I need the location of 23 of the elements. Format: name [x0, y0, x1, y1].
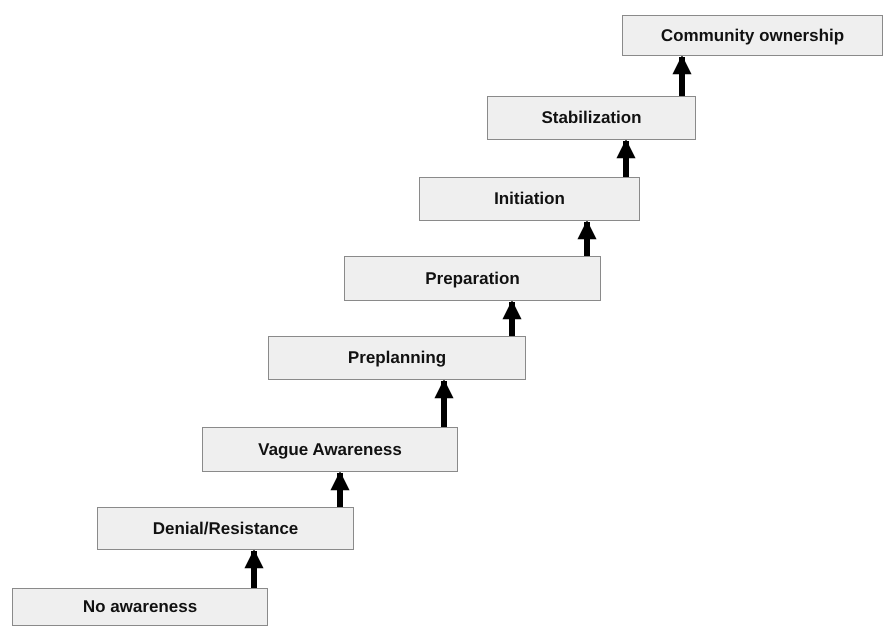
stage-label: Vague Awareness	[258, 440, 402, 460]
stage-box	[487, 96, 696, 140]
arrow	[616, 139, 636, 177]
stage-box	[202, 427, 458, 472]
stage-box	[344, 256, 601, 301]
arrow	[434, 379, 454, 427]
arrow	[577, 220, 597, 256]
arrow	[502, 300, 522, 336]
stage-label: Preplanning	[348, 348, 446, 368]
stage-box	[419, 177, 640, 221]
stage-box	[268, 336, 526, 380]
stage-box	[622, 15, 883, 56]
arrow	[672, 55, 692, 96]
stage-box	[97, 507, 354, 550]
stage-label: Stabilization	[541, 108, 642, 128]
stage-label: Denial/Resistance	[152, 518, 298, 538]
stage-box	[12, 588, 268, 626]
stage-label: Initiation	[494, 189, 565, 209]
arrow	[330, 471, 350, 507]
arrow	[244, 549, 264, 588]
stage-label: Preparation	[425, 268, 520, 288]
stage-label: Community ownership	[660, 26, 844, 46]
stage-label: No awareness	[82, 597, 198, 617]
